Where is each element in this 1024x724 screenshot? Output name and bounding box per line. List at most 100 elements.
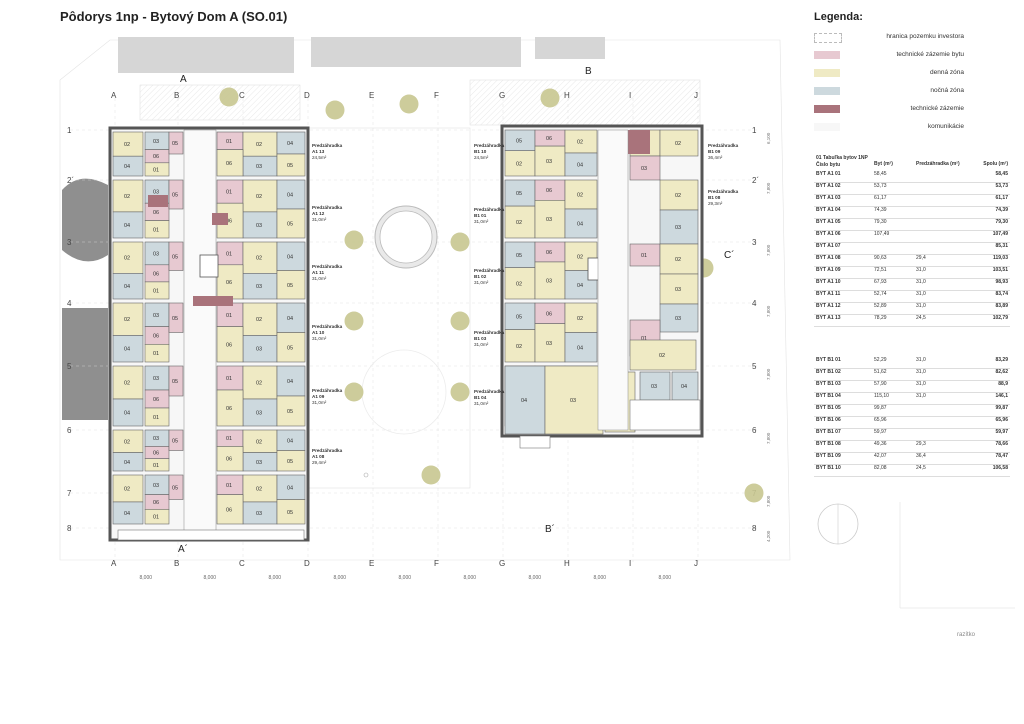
building-a: 0204030601050204030601050204030601050204… — [108, 126, 310, 542]
legend-swatch — [814, 123, 840, 131]
room — [216, 446, 244, 472]
table-cell: 115,10 — [874, 393, 889, 399]
garden-label: B1 02 — [474, 274, 487, 279]
dimension-label: 7,800 — [766, 368, 771, 380]
table-cell: BYT B1 05 — [816, 405, 841, 411]
room-number: 02 — [516, 161, 522, 167]
grid-row-label: 4 — [752, 299, 757, 308]
room — [242, 131, 278, 157]
table-cell: BYT A1 01 — [816, 171, 841, 177]
room-number: 06 — [153, 500, 159, 506]
table-cell: 53,73 — [995, 183, 1008, 189]
room-number: 05 — [516, 314, 522, 320]
room-number: 02 — [256, 317, 262, 323]
room — [629, 339, 697, 371]
room — [112, 452, 144, 472]
room-number: 02 — [256, 381, 262, 387]
room-number: 04 — [287, 438, 293, 444]
grid-col-label: J — [694, 559, 698, 568]
table-cell: 52,29 — [874, 357, 887, 363]
garden-label: A1 11 — [312, 270, 324, 275]
tree — [421, 465, 441, 485]
room-number: 03 — [256, 460, 262, 466]
col-header: Predzáhradka (m²) — [916, 161, 960, 167]
grid-row-label: 2´ — [67, 176, 74, 185]
room — [504, 150, 536, 177]
room-number: 05 — [172, 438, 178, 444]
road-shape — [62, 178, 108, 262]
room — [168, 474, 184, 500]
dimension-label: 7,800 — [766, 244, 771, 256]
room-number: 02 — [124, 317, 130, 323]
room-number: 03 — [256, 164, 262, 170]
grid-col-label: E — [369, 91, 374, 100]
room-number: 06 — [153, 451, 159, 457]
garden-label: A1 09 — [312, 394, 325, 399]
room-number: 06 — [153, 210, 159, 216]
room — [112, 365, 144, 400]
room — [144, 407, 170, 427]
table-cell: 102,79 — [992, 315, 1008, 321]
room — [144, 508, 170, 525]
room-number: 06 — [226, 406, 232, 412]
table-cell: 83,74 — [995, 291, 1008, 297]
garden-label: 31,0m² — [312, 336, 327, 341]
room-number: 03 — [153, 483, 159, 489]
table-cell: 78,47 — [995, 453, 1008, 459]
room — [168, 365, 184, 397]
room-number: 04 — [577, 163, 583, 169]
garden-label: Predzáhradka — [474, 389, 505, 394]
table-cell: BYT B1 07 — [816, 429, 841, 435]
tree — [450, 311, 470, 331]
room-number: 02 — [577, 254, 583, 260]
table-cell: 31,0 — [916, 279, 926, 285]
room-number: 05 — [287, 283, 293, 289]
table-cell: 83,89 — [995, 303, 1008, 309]
table-cell: 79,30 — [995, 219, 1008, 225]
room-number: 03 — [153, 313, 159, 319]
grid-col-label: B — [174, 559, 179, 568]
tech-core — [628, 130, 650, 154]
table-cell: BYT B1 06 — [816, 417, 841, 423]
tree — [450, 232, 470, 252]
room-number: 02 — [577, 316, 583, 322]
grid-col-label: G — [499, 91, 505, 100]
room-number: 05 — [172, 193, 178, 199]
room-number: 05 — [287, 409, 293, 415]
table-cell: 119,03 — [992, 255, 1008, 261]
grid-row-label: 7 — [67, 489, 72, 498]
room-number: 03 — [256, 411, 262, 417]
legend-item: technické zázemie bytu — [814, 50, 964, 62]
title-block — [817, 502, 1015, 609]
room-number: 02 — [659, 353, 665, 359]
room-number: 01 — [153, 288, 159, 294]
tree — [399, 94, 419, 114]
table-cell: 78,66 — [995, 441, 1008, 447]
room-number: 02 — [256, 486, 262, 492]
grid-col-label: J — [694, 91, 698, 100]
room — [168, 131, 184, 155]
table-cell: 74,39 — [995, 207, 1008, 213]
table-cell: 61,17 — [995, 195, 1008, 201]
garden-label: 24,5m² — [474, 155, 489, 160]
room-number: 01 — [153, 415, 159, 421]
page-title: Pôdorys 1np - Bytový Dom A (SO.01) — [60, 9, 288, 24]
table-cell: 99,87 — [995, 405, 1008, 411]
table-cell: BYT A1 03 — [816, 195, 841, 201]
legend-swatch — [814, 33, 842, 43]
section-label: A´ — [178, 543, 188, 555]
corridor — [183, 129, 217, 539]
room-number: 03 — [153, 251, 159, 257]
table-cell: 31,0 — [916, 369, 926, 375]
room-number: 03 — [256, 223, 262, 229]
room — [659, 273, 699, 305]
garden-label: B1 03 — [474, 336, 487, 341]
legend-item: komunikácie — [814, 122, 964, 134]
legend-label: nočná zóna — [930, 87, 964, 94]
